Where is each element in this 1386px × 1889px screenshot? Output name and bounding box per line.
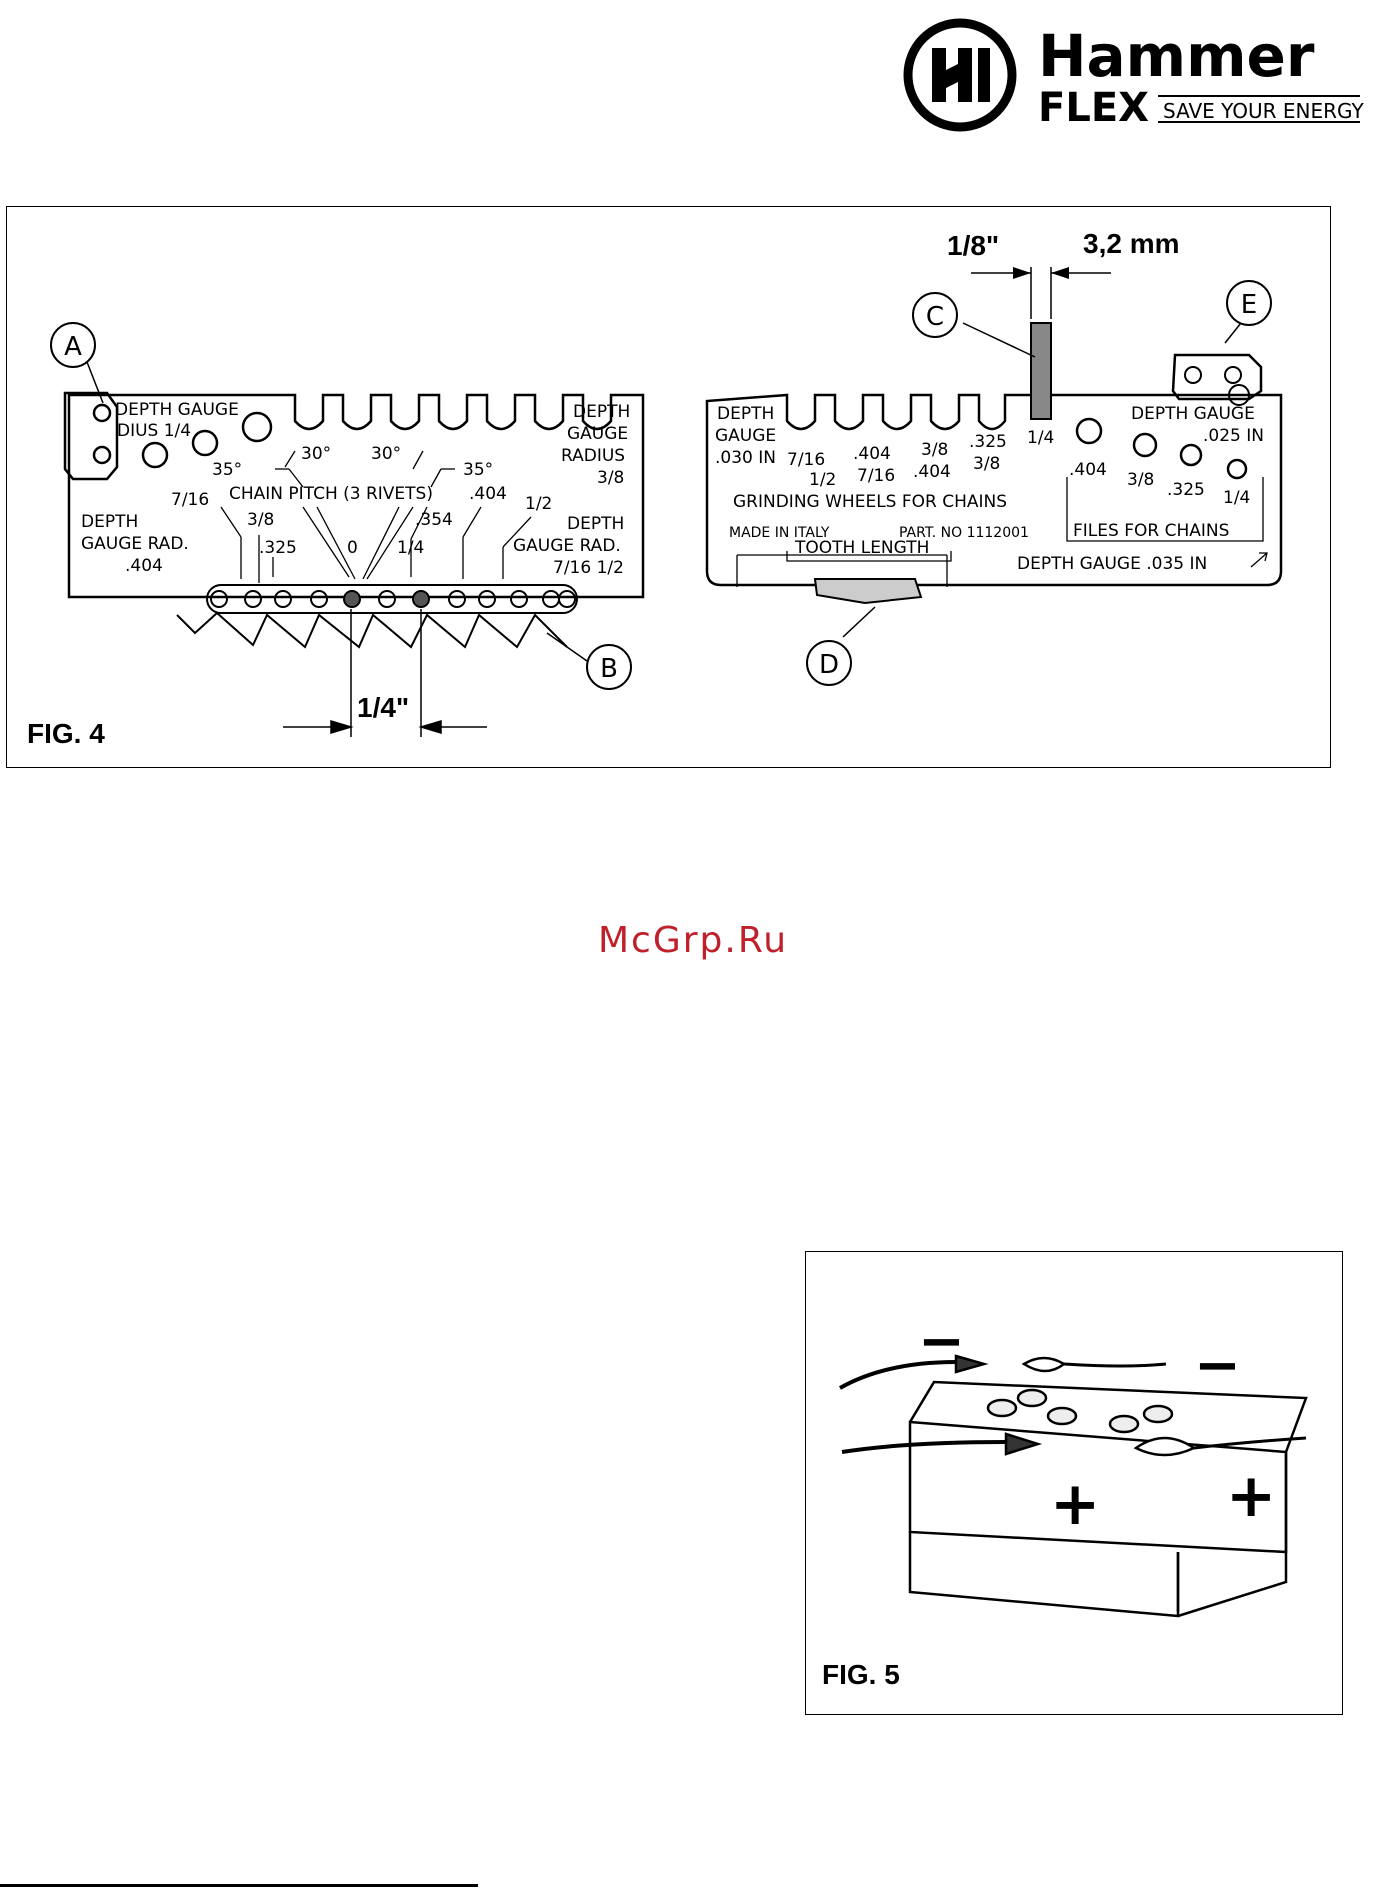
lg-chain-pitch: CHAIN PITCH (3 RIVETS) (229, 484, 433, 504)
lg-val-404: .404 (469, 484, 507, 504)
svg-text:B: B (600, 654, 618, 684)
logo-brand-text: Hammer (1038, 22, 1315, 90)
lg-bottom-right-2: GAUGE RAD. (513, 536, 621, 556)
lg-bottom-right-1: DEPTH (567, 514, 624, 534)
dim-1-8-label: 1/8" (947, 230, 999, 261)
chain-link-a (63, 391, 119, 481)
rg-wheel-1-2: 1/2 (809, 470, 836, 490)
fig5-caption: FIG. 5 (822, 1659, 900, 1690)
lg-top-left-1: DEPTH GAUGE (115, 400, 239, 420)
rg-part-no: PART. NO 1112001 (899, 525, 1029, 541)
callout-b: B (546, 632, 632, 690)
lg-tick-lines (220, 450, 532, 583)
lg-val-325: .325 (259, 538, 297, 558)
hammer-logo-icon (903, 18, 1017, 132)
dimension-1-4 (283, 609, 487, 737)
lg-val-0: 0 (347, 538, 358, 558)
rg-depth-gauge-025-1: DEPTH GAUGE (1131, 404, 1255, 424)
saw-chain (176, 584, 578, 649)
brand-logo: Hammer FLEX SAVE YOUR ENERGY (900, 18, 1370, 133)
lg-top-right-3: RADIUS (561, 446, 625, 466)
rg-file-3-8: 3/8 (1127, 470, 1154, 490)
lg-bottom-right-3: 7/16 1/2 (553, 558, 624, 578)
rg-wheel-325: .325 (969, 432, 1007, 452)
lg-bottom-left-3: .404 (125, 556, 163, 576)
lg-angle-35-right: 35° (463, 460, 493, 480)
lg-top-right-4: 3/8 (597, 468, 624, 488)
lg-top-left-2: DIUS 1/4 (117, 421, 191, 441)
watermark: McGrp.Ru (597, 920, 789, 961)
figure-5: − − + + FIG. 5 (805, 1251, 1343, 1715)
minus-sign-1: − (918, 1309, 965, 1374)
rg-tooth-length: TOOTH LENGTH (794, 538, 929, 558)
lg-angle-30-left: 30° (301, 444, 331, 464)
rg-depth-1: DEPTH (717, 404, 774, 424)
rg-grinding-wheels: GRINDING WHEELS FOR CHAINS (733, 492, 1007, 512)
polarity-signs: − − + + (918, 1309, 1276, 1539)
rg-wheel-7-16: 7/16 (787, 450, 825, 470)
lg-val-354: .354 (415, 510, 453, 530)
rg-wheel-3-8b: 3/8 (973, 454, 1000, 474)
rg-made-in-italy: MADE IN ITALY (729, 525, 830, 541)
callout-d: D (819, 650, 839, 680)
rg-depth-gauge-025-2: .025 IN (1203, 426, 1264, 446)
rg-wheel-1-4: 1/4 (1027, 428, 1054, 448)
file-c: C (912, 267, 1111, 420)
lg-val-7-16: 7/16 (171, 490, 209, 510)
rg-depth-3: .030 IN (715, 448, 776, 468)
callout-a: A (50, 322, 104, 404)
figure-4: A DEPTH GAUGE DIUS 1/4 DEPTH GAUGE RADIU… (6, 206, 1331, 768)
lg-top-right-1: DEPTH (573, 402, 630, 422)
dim-3-2mm-label: 3,2 mm (1083, 228, 1180, 259)
rg-file-1-4: 1/4 (1223, 488, 1250, 508)
rg-depth-2: GAUGE (715, 426, 776, 446)
logo-sub-text: FLEX (1038, 85, 1149, 131)
rg-depth-gauge-035: DEPTH GAUGE .035 IN (1017, 554, 1207, 574)
rg-wheel-3-8: 3/8 (921, 440, 948, 460)
rg-files-for-chains: FILES FOR CHAINS (1073, 521, 1229, 541)
rg-wheel-7-16b: 7/16 (857, 466, 895, 486)
minus-sign-2: − (1194, 1333, 1241, 1398)
battery-illustration (839, 1354, 1308, 1618)
callout-e: E (1241, 290, 1257, 320)
plus-sign-1: + (1050, 1469, 1100, 1539)
left-gauge (67, 393, 645, 599)
rg-file-404: .404 (1069, 460, 1107, 480)
logo-tagline: SAVE YOUR ENERGY (1163, 99, 1365, 123)
lg-top-right-2: GAUGE (567, 424, 628, 444)
right-gauge (705, 393, 1283, 587)
footer-rule (0, 1884, 478, 1887)
callout-c: C (926, 302, 944, 332)
dim-1-4-label: 1/4" (357, 692, 409, 723)
lg-bottom-left-2: GAUGE RAD. (81, 534, 189, 554)
chain-link-e: E (1171, 280, 1272, 406)
fig4-caption: FIG. 4 (27, 718, 105, 749)
lg-bottom-left-1: DEPTH (81, 512, 138, 532)
lg-angle-30-right: 30° (371, 444, 401, 464)
lg-val-3-8: 3/8 (247, 510, 274, 530)
lg-angle-35-left: 35° (212, 460, 242, 480)
rg-wheel-404b: .404 (913, 462, 951, 482)
svg-text:A: A (64, 332, 82, 362)
rg-wheel-404a: .404 (853, 444, 891, 464)
rg-file-325: .325 (1167, 480, 1205, 500)
depth-tool-d: D (806, 578, 923, 686)
plus-sign-2: + (1226, 1461, 1276, 1531)
lg-val-1-2: 1/2 (525, 494, 552, 514)
